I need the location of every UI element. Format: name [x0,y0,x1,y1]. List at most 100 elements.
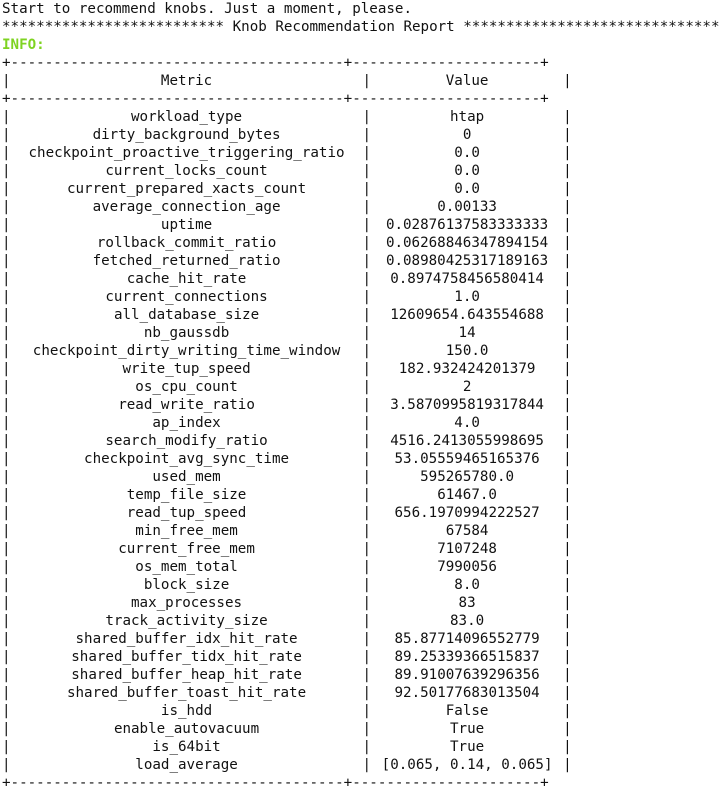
metric-cell: checkpoint_dirty_writing_time_window [32,343,341,359]
metric-cell: track_activity_size [105,613,268,629]
table-row: |rollback_commit_ratio|0.062688463478941… [2,235,572,251]
metric-cell: write_tup_speed [122,361,251,377]
table-row: |block_size|8.0| [2,577,572,593]
table-row: |checkpoint_dirty_writing_time_window|15… [2,343,572,359]
table-row: |os_cpu_count|2| [2,379,572,395]
metric-cell: min_free_mem [135,523,238,539]
metric-cell: uptime [160,217,213,233]
table-border-header: +---------------------------------------… [2,91,549,107]
value-column-header: Value [445,73,489,89]
table-row: |shared_buffer_heap_hit_rate|89.91007639… [2,667,572,683]
value-cell: 12609654.643554688 [390,307,544,323]
table-row: |workload_type|htap| [2,109,572,125]
value-cell: 89.91007639296356 [394,667,540,683]
table-row: |os_mem_total|7990056| [2,559,572,575]
metric-cell: shared_buffer_heap_hit_rate [71,667,302,683]
table-row: |current_free_mem|7107248| [2,541,572,557]
metric-cell: search_modify_ratio [105,433,268,449]
value-cell: 1.0 [454,289,480,305]
table-row: |temp_file_size|61467.0| [2,487,572,503]
value-cell: 61467.0 [437,487,497,503]
value-cell: True [450,739,485,755]
table-row: |dirty_background_bytes|0| [2,127,572,143]
value-cell: 595265780.0 [420,469,515,485]
table-border-bottom: +---------------------------------------… [2,775,549,791]
value-cell: 0.02876137583333333 [385,217,549,233]
table-row: |nb_gaussdb|14| [2,325,572,341]
metric-cell: shared_buffer_tidx_hit_rate [71,649,302,665]
value-cell: htap [450,109,485,125]
metric-cell: shared_buffer_toast_hit_rate [66,685,307,701]
table-row: |shared_buffer_tidx_hit_rate|89.25339366… [2,649,572,665]
value-cell: 85.87714096552779 [394,631,540,647]
table-row: |shared_buffer_toast_hit_rate|92.5017768… [2,685,572,701]
metric-cell: os_mem_total [135,559,238,575]
value-cell: 4.0 [454,415,480,431]
table-row: |fetched_returned_ratio|0.08980425317189… [2,253,572,269]
value-cell: True [450,721,485,737]
table-row: |ap_index|4.0| [2,415,572,431]
value-cell: 83.0 [450,613,485,629]
value-cell: 8.0 [454,577,480,593]
metric-cell: enable_autovacuum [113,721,260,737]
table-body: |workload_type|htap| |dirty_background_by… [2,108,722,774]
table-border-top: +---------------------------------------… [2,55,549,71]
metric-cell: current_free_mem [118,541,255,557]
intro-line: Start to recommend knobs. Just a moment,… [2,1,412,17]
metric-cell: current_connections [105,289,268,305]
table-row: |checkpoint_proactive_triggering_ratio|0… [2,145,572,161]
report-banner: ************************** Knob Recommen… [2,19,720,35]
metric-cell: checkpoint_proactive_triggering_ratio [28,145,345,161]
metric-cell: checkpoint_avg_sync_time [84,451,290,467]
metric-cell: average_connection_age [92,199,281,215]
metric-cell: shared_buffer_idx_hit_rate [75,631,298,647]
table-row: |write_tup_speed|182.932424201379| [2,361,572,377]
value-cell: 7107248 [437,541,497,557]
metric-cell: block_size [143,577,230,593]
table-row: |track_activity_size|83.0| [2,613,572,629]
value-cell: 182.932424201379 [398,361,536,377]
table-row: |current_prepared_xacts_count|0.0| [2,181,572,197]
value-cell: [0.065, 0.14, 0.065] [381,757,553,773]
metric-cell: rollback_commit_ratio [96,235,277,251]
table-row: |min_free_mem|67584| [2,523,572,539]
value-cell: False [445,703,489,719]
metric-cell: fetched_returned_ratio [92,253,281,269]
table-row: |average_connection_age|0.00133| [2,199,572,215]
metric-cell: current_prepared_xacts_count [66,181,307,197]
metric-cell: cache_hit_rate [126,271,247,287]
table-row: |enable_autovacuum|True| [2,721,572,737]
value-cell: 0.0 [454,163,480,179]
metric-cell: all_database_size [113,307,260,323]
table-row: |read_tup_speed|656.1970994222527| [2,505,572,521]
value-cell: 0.08980425317189163 [385,253,549,269]
table-row: |uptime|0.02876137583333333| [2,217,572,233]
table-row: |is_hdd|False| [2,703,572,719]
value-cell: 656.1970994222527 [394,505,540,521]
value-cell: 67584 [445,523,489,539]
value-cell: 53.05559465165376 [394,451,540,467]
value-cell: 89.25339366515837 [394,649,540,665]
value-cell: 0 [462,127,472,143]
metric-cell: load_average [135,757,238,773]
table-row: |is_64bit|True| [2,739,572,755]
table-row: |current_connections|1.0| [2,289,572,305]
value-cell: 150.0 [445,343,489,359]
table-row: |cache_hit_rate|0.8974758456580414| [2,271,572,287]
info-label: INFO: [2,37,45,53]
table-row: |checkpoint_avg_sync_time|53.05559465165… [2,451,572,467]
value-cell: 3.5870995819317844 [390,397,544,413]
metric-cell: read_write_ratio [118,397,255,413]
table-row: |search_modify_ratio|4516.2413055998695| [2,433,572,449]
metric-cell: read_tup_speed [126,505,247,521]
value-cell: 0.00133 [437,199,497,215]
value-cell: 0.0 [454,181,480,197]
table-row: |current_locks_count|0.0| [2,163,572,179]
metric-cell: current_locks_count [105,163,268,179]
table-row: |load_average|[0.065, 0.14, 0.065]| [2,757,572,773]
value-cell: 83 [458,595,476,611]
metric-column-header: Metric [160,73,213,89]
metric-cell: ap_index [152,415,221,431]
metric-cell: dirty_background_bytes [92,127,281,143]
